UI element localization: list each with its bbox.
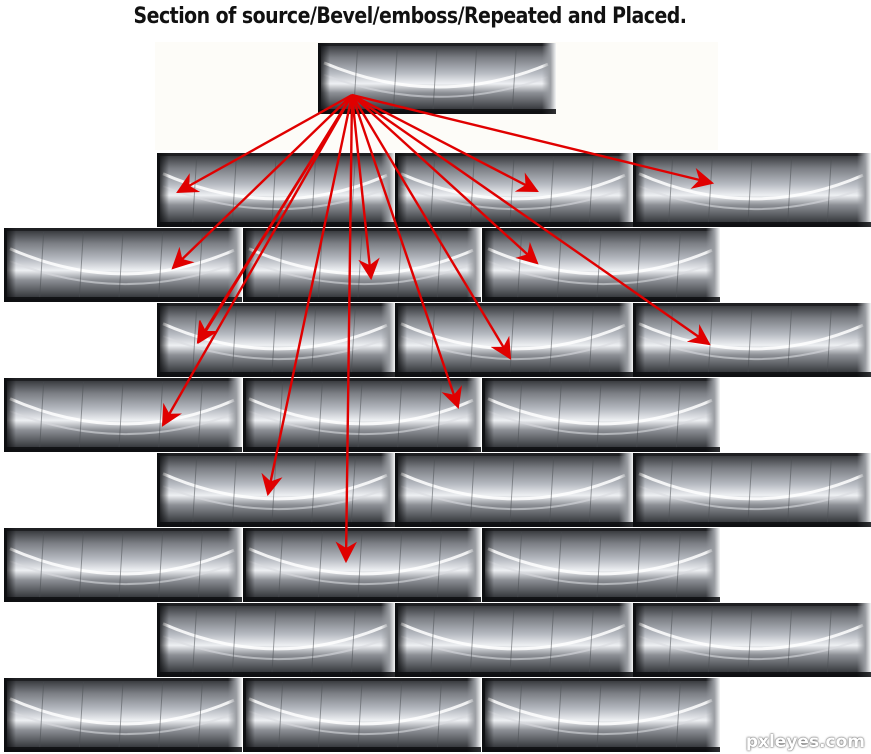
brick-tile-r8-c3: [482, 678, 720, 752]
brick-tile-r6-c3: [482, 528, 720, 602]
brick-tile-r7-c1: [157, 603, 395, 677]
pointer-arrow-10: [161, 94, 354, 427]
brick-tile-r5-c3: [633, 453, 871, 527]
brick-tile-r8-c1: [4, 678, 242, 752]
pointer-arrow-14: [197, 94, 354, 344]
pointer-arrow-8: [350, 94, 512, 360]
brick-tile-r6-c2: [243, 528, 481, 602]
watermark-text: pxleyes.com: [745, 732, 865, 752]
brick-tile-r3-c1: [157, 303, 395, 377]
brick-tile-r2-c3: [482, 228, 720, 302]
brick-tile-r3-c2: [395, 303, 633, 377]
pointer-arrow-5: [350, 94, 380, 281]
brick-tile-r3-c3: [633, 303, 871, 377]
pointer-arrow-2: [351, 93, 539, 193]
pointer-arrow-6: [351, 94, 539, 265]
pointer-arrow-4: [171, 94, 353, 270]
pointer-arrow-9: [351, 94, 711, 346]
brick-tile-r1-c3: [633, 153, 871, 227]
brick-tile-r7-c2: [395, 603, 633, 677]
brick-tile-r7-c3: [633, 603, 871, 677]
page-title: Section of source/Bevel/emboss/Repeated …: [133, 4, 687, 29]
brick-tile-r2-c2: [243, 228, 481, 302]
pointer-arrow-11: [350, 94, 462, 410]
brick-tile-r6-c1: [4, 528, 242, 602]
pointer-arrow-13: [335, 94, 358, 564]
brick-tile-r8-c2: [243, 678, 481, 752]
pointer-arrow-3: [351, 93, 715, 189]
pointer-arrow-12: [261, 94, 354, 497]
brick-tile-r2-c1: [4, 228, 242, 302]
brick-tile-r5-c1: [157, 453, 395, 527]
pointer-arrow-1: [176, 93, 353, 194]
brick-tile-r4-c3: [482, 378, 720, 452]
brick-tile-r5-c2: [395, 453, 633, 527]
brick-tile-r4-c1: [4, 378, 242, 452]
source-tile: [318, 43, 556, 114]
brick-tile-r1-c2: [395, 153, 633, 227]
